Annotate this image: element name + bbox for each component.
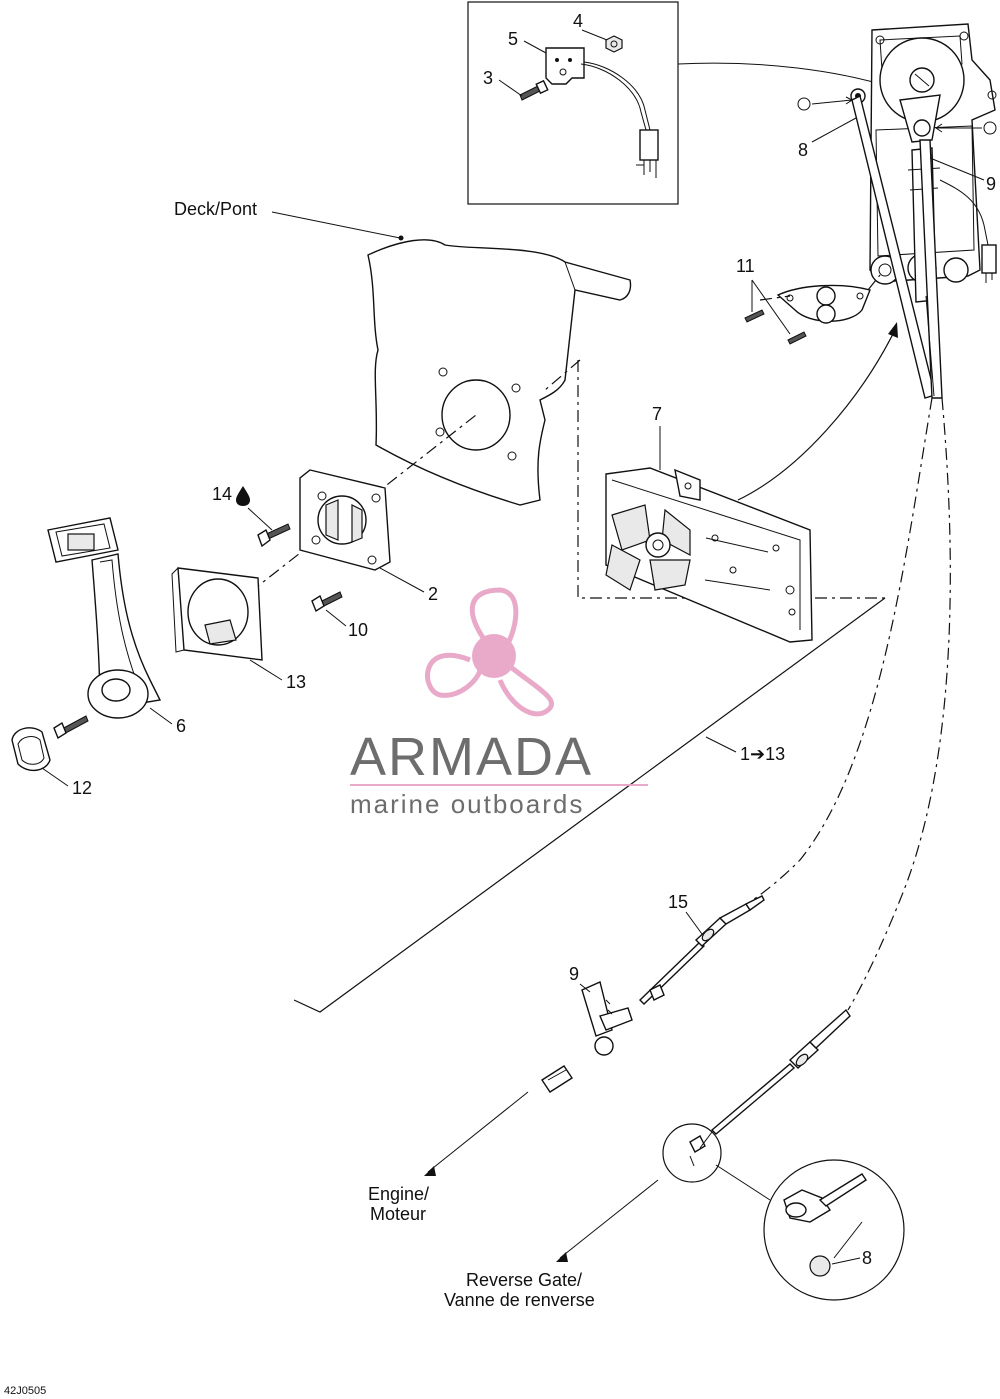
armada-watermark: ARMADA marine outboards [350, 587, 648, 819]
callout-14: 14 [212, 484, 232, 504]
watermark-tagline: marine outboards [350, 789, 584, 819]
clip-8-top [797, 96, 853, 111]
bracket-part-11 [744, 284, 871, 345]
callout-2: 2 [428, 584, 438, 604]
callout-7: 7 [652, 404, 662, 424]
callout-11: 11 [736, 256, 755, 276]
callout-10: 10 [348, 620, 368, 640]
watermark-brand: ARMADA [350, 727, 593, 787]
callout-5: 5 [508, 29, 518, 49]
cap-part-12 [11, 727, 51, 771]
callout-13: 13 [286, 672, 306, 692]
sleeve-part [541, 1065, 573, 1093]
label-engine-1: Engine/ [368, 1184, 429, 1204]
callout-1-to-13: 1➔13 [740, 744, 785, 764]
callout-9-top: 9 [986, 174, 996, 194]
detail-circle-large [763, 1159, 905, 1301]
bracket-part-5 [545, 47, 585, 85]
callout-4: 4 [573, 11, 583, 31]
plate-part-7 [605, 467, 813, 643]
label-reverse-1: Reverse Gate/ [466, 1270, 582, 1290]
screw-part-14 [257, 523, 291, 548]
deck-panel [367, 235, 632, 506]
figure-code: 42J0505 [4, 1385, 46, 1397]
callout-9-bottom: 9 [569, 964, 579, 984]
callout-8-top: 8 [798, 140, 808, 160]
detail-circle-small [662, 1123, 722, 1183]
drop-icon [236, 486, 250, 506]
kit-outline [293, 597, 886, 1013]
screw-lever [53, 715, 89, 740]
callout-6: 6 [176, 716, 186, 736]
cable-part-15 [639, 895, 765, 1005]
callout-8-bottom: 8 [862, 1248, 872, 1268]
lever-part-6 [47, 517, 162, 719]
inset-harness-box: 4 5 3 [467, 1, 679, 205]
callout-15: 15 [668, 892, 688, 912]
clip-9-top [935, 121, 997, 135]
callout-3: 3 [483, 68, 493, 88]
reverse-cable [710, 1008, 851, 1135]
label-deck-pont: Deck/Pont [174, 199, 257, 219]
callout-12: 12 [72, 778, 92, 798]
label-reverse-2: Vanne de renverse [444, 1290, 595, 1310]
nut-part-4 [605, 35, 623, 53]
screw-part-10 [311, 591, 343, 613]
mount-plate-part-2 [299, 469, 391, 571]
connector-plug [639, 129, 659, 161]
screw-part-3 [519, 79, 549, 101]
propeller-logo-icon [425, 587, 554, 717]
bezel-part-13 [171, 567, 263, 661]
label-engine-2: Moteur [370, 1204, 426, 1224]
cable-end-part-9 [581, 981, 633, 1056]
